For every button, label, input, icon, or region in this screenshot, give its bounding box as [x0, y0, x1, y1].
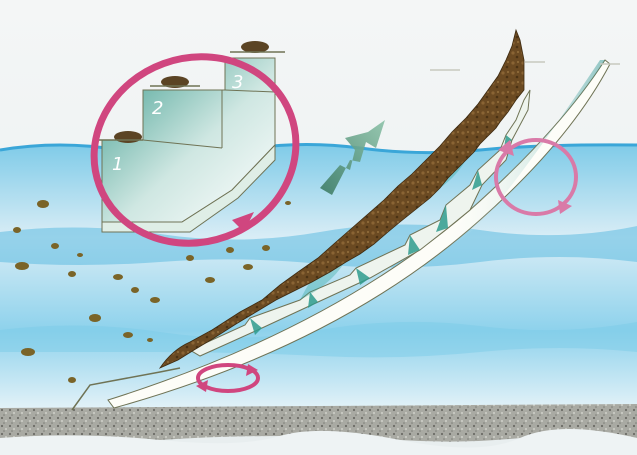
- step-label-3: 3: [232, 72, 243, 93]
- sediment-grain: [241, 41, 269, 53]
- sediment-grain: [114, 131, 142, 143]
- step-label-1: 1: [112, 154, 123, 175]
- step-label-2: 2: [152, 98, 163, 119]
